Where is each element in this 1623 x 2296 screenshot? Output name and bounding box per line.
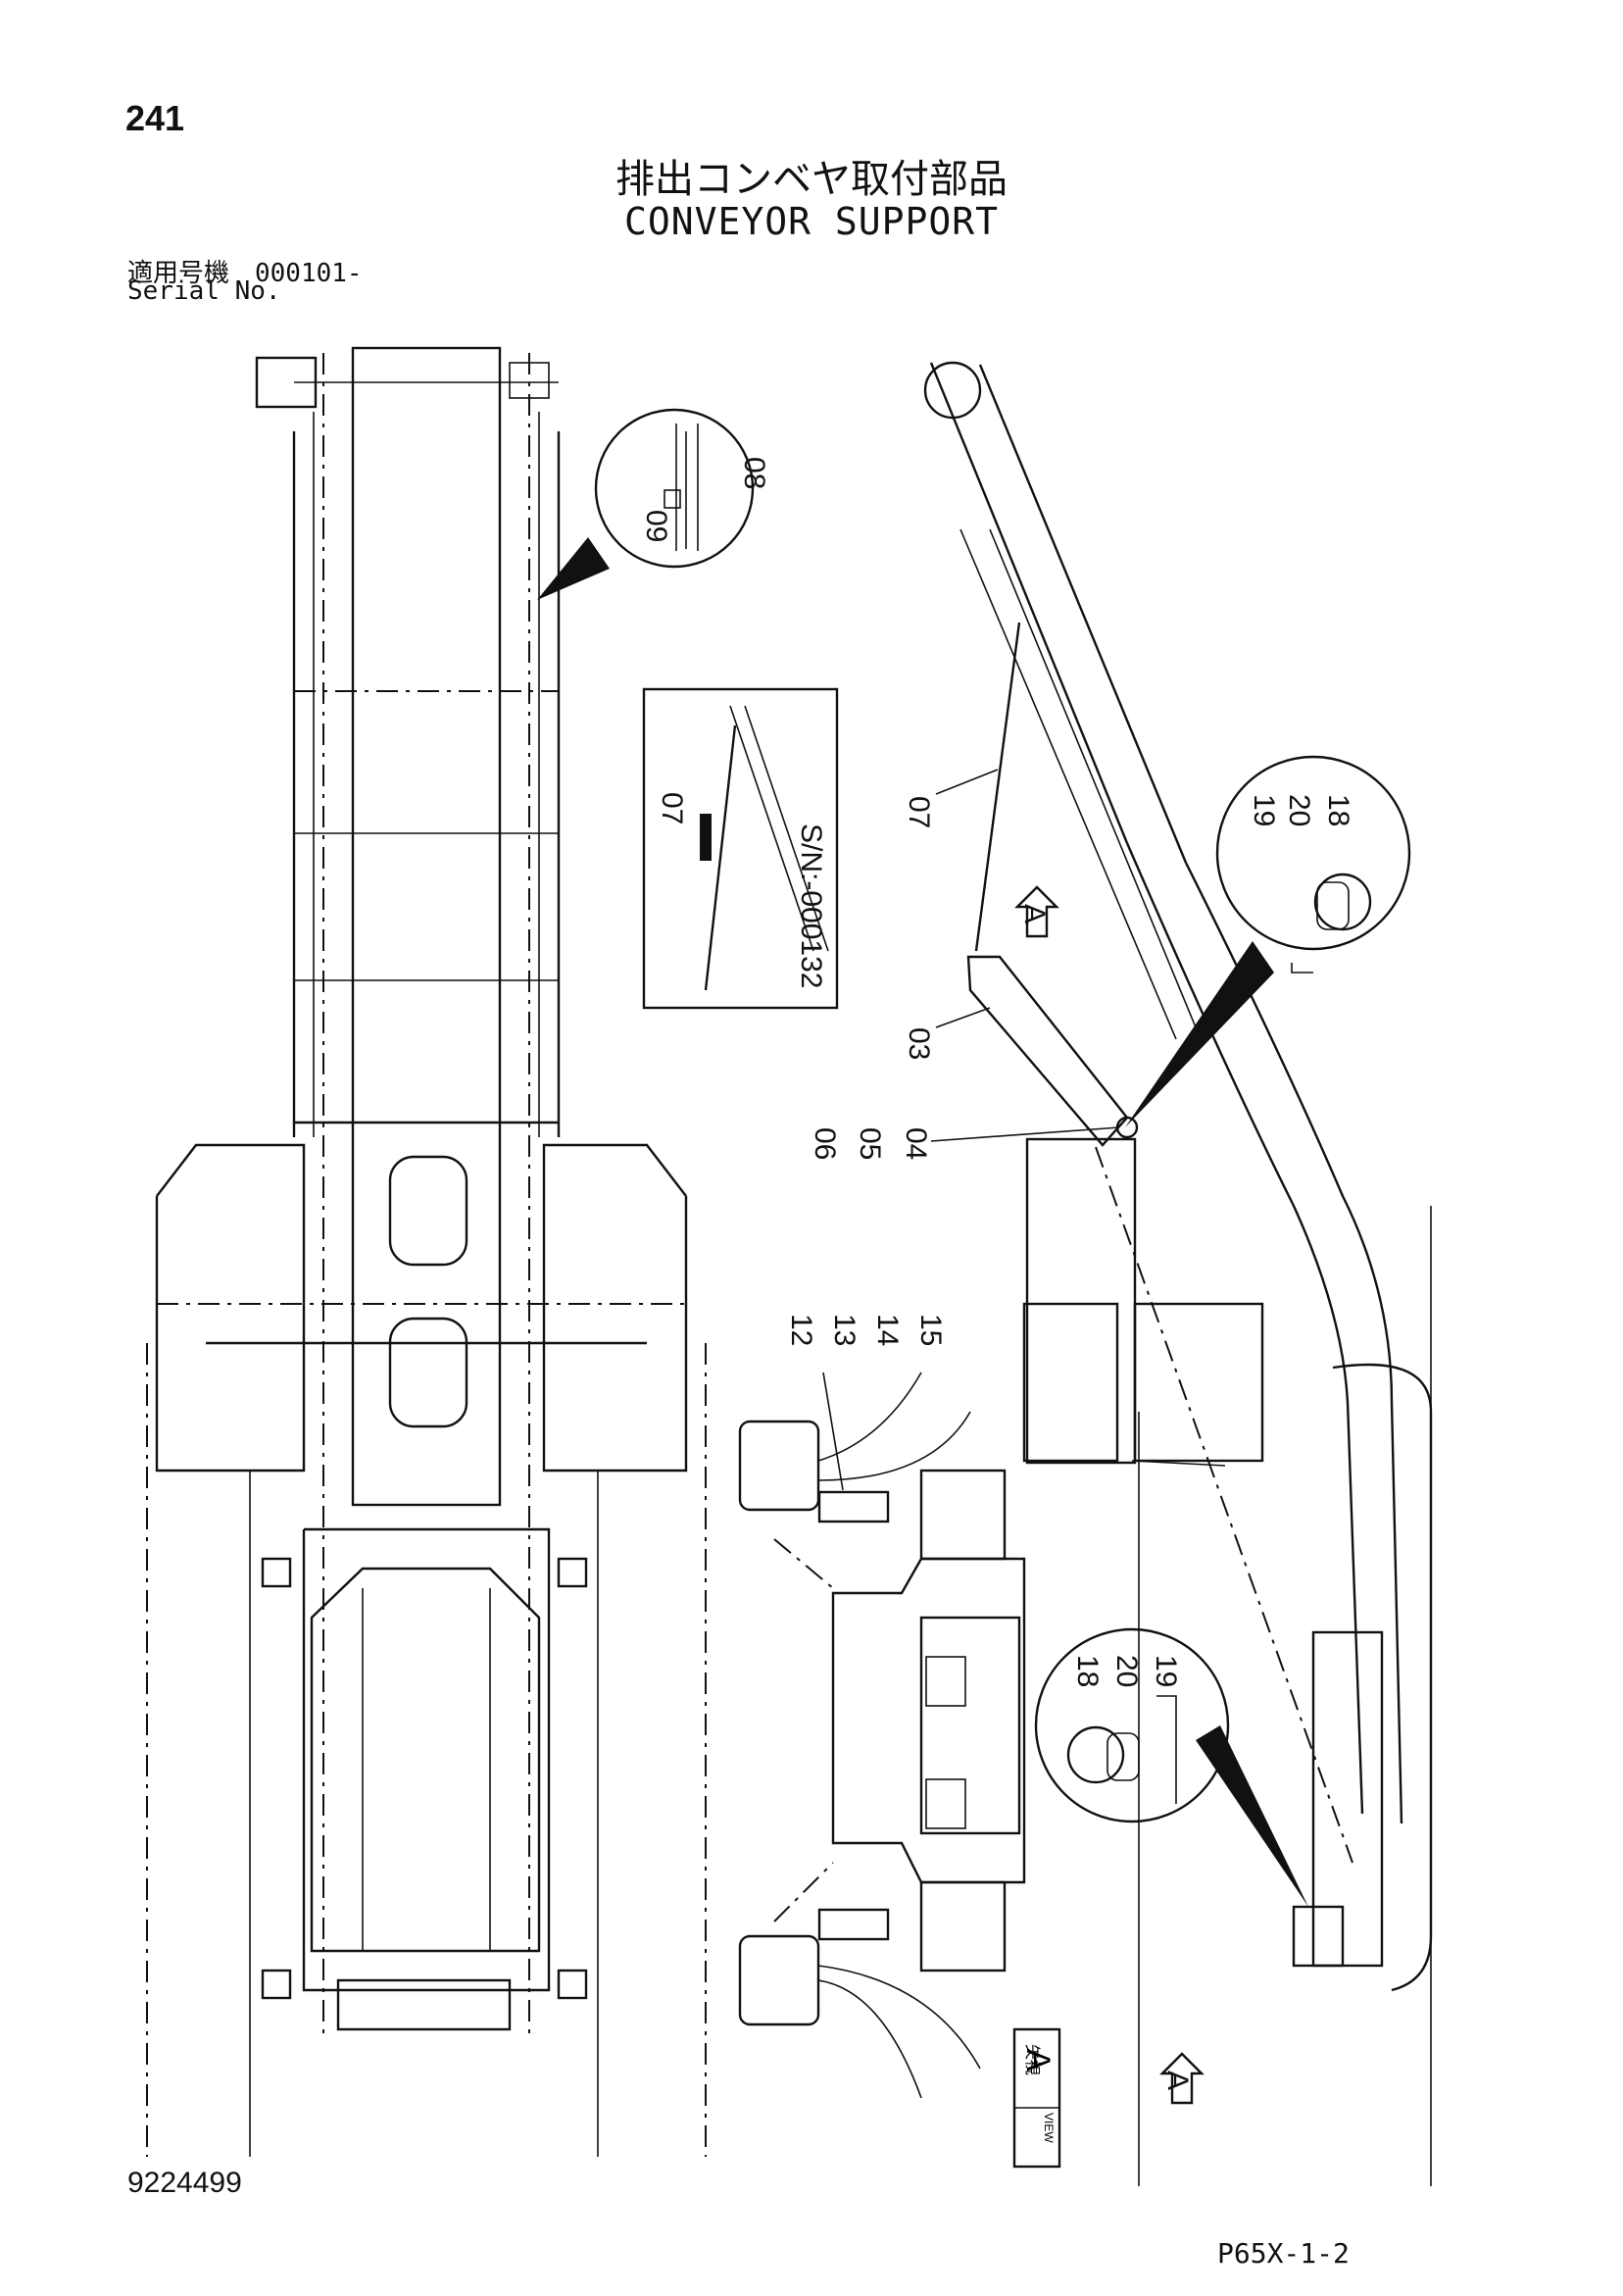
- clamp-lower: [817, 1908, 890, 1941]
- top-view-conveyor: [146, 346, 707, 2157]
- inset-serial-label: S/N:-000132: [795, 824, 827, 988]
- view-arrow-a-top: A: [1014, 885, 1059, 938]
- title-english: CONVEYOR SUPPORT: [623, 200, 1000, 243]
- callout-18-upper: 18: [1322, 794, 1354, 826]
- view-a-bottom-label: A: [1161, 2071, 1194, 2090]
- title-japanese: 排出コンベヤ取付部品: [615, 157, 1008, 202]
- inset-early-serial: 07 S/N:-000132: [642, 687, 839, 1010]
- view-a-callouts: 12 13 14 15: [785, 1314, 947, 1491]
- window-lower: [388, 1317, 468, 1428]
- detail-circle-lower: 18 20 19: [1034, 1627, 1308, 1907]
- page-number: 241: [125, 98, 185, 138]
- callout-07: 07: [903, 796, 935, 828]
- view-label-a: A: [1019, 2049, 1057, 2071]
- callout-04: 04: [900, 1127, 932, 1160]
- callout-09: 09: [640, 510, 672, 542]
- belt-outline: [351, 346, 502, 1507]
- detail-circle-upper: 19 20 18: [1125, 755, 1411, 1127]
- callout-15: 15: [914, 1314, 947, 1346]
- arm-03: [966, 955, 1129, 1147]
- callout-14: 14: [871, 1314, 904, 1346]
- callout-20-lower: 20: [1110, 1655, 1143, 1687]
- view-a-label-box: 矢視 VIEW A: [1012, 2027, 1061, 2169]
- serial-label-english: Serial No.: [127, 276, 281, 306]
- callout-08: 08: [738, 457, 770, 489]
- callout-18-lower: 18: [1071, 1655, 1104, 1687]
- view-a-top-label: A: [1018, 904, 1051, 923]
- callout-03: 03: [903, 1027, 935, 1060]
- callout-13: 13: [828, 1314, 861, 1346]
- side-callouts: 07 03 06 05 04: [809, 769, 1120, 1160]
- view-label-en: VIEW: [1042, 2113, 1056, 2143]
- view-a-detail: [738, 1372, 1026, 2099]
- callout-19-lower: 19: [1150, 1655, 1182, 1687]
- page-code: P65X-1-2: [1217, 2237, 1350, 2270]
- callout-07-inset: 07: [656, 792, 688, 824]
- callout-05: 05: [854, 1127, 886, 1160]
- window-upper: [388, 1155, 468, 1267]
- main-frame: [1025, 1137, 1137, 1465]
- detail-circle-09-08: 09 08: [537, 408, 770, 600]
- callout-20-upper: 20: [1283, 794, 1315, 826]
- callout-19-upper: 19: [1248, 794, 1280, 826]
- view-arrow-a-bottom: A: [1159, 2052, 1205, 2105]
- clamp-upper: [817, 1490, 890, 1523]
- side-view-conveyor: [923, 361, 1433, 2186]
- serial-label-japanese: 適用号機 000101-: [127, 259, 363, 288]
- callout-06: 06: [809, 1127, 841, 1160]
- view-label-jp: 矢視: [1023, 2044, 1042, 2075]
- document-number: 9224499: [127, 2167, 242, 2199]
- callout-12: 12: [785, 1314, 817, 1346]
- tail-bracket: [1292, 1905, 1345, 1968]
- tail-drum: [336, 1978, 512, 2031]
- rod-07: [974, 622, 1021, 952]
